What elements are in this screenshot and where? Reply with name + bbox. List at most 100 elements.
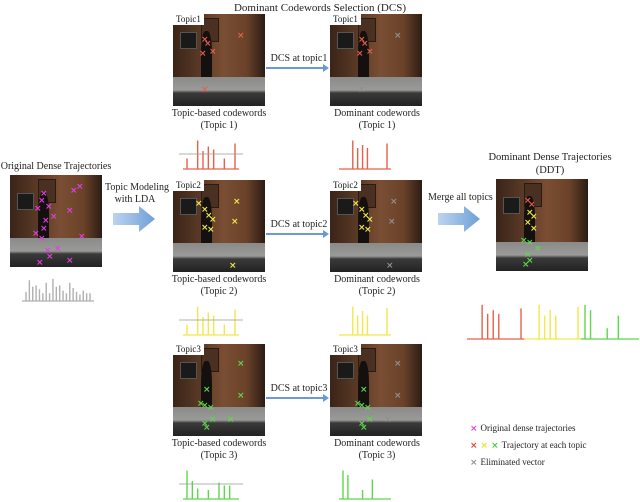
legend-topic-label: Trajectory at each topic	[501, 440, 587, 450]
cross-marker-icon: ×	[50, 212, 58, 222]
cross-marker-icon: ×	[227, 415, 235, 425]
cross-marker-icon: ×	[361, 39, 369, 49]
cross-marker-icon: ×	[233, 197, 241, 207]
dominant-sublabel: (Topic 3)	[358, 450, 396, 461]
legend-original: ×Original dense trajectories	[470, 423, 576, 434]
cross-marker-icon: ×	[32, 229, 40, 239]
dcs-arrow-icon	[266, 64, 329, 72]
topic-based-label: Topic-based codewords	[171, 108, 267, 119]
cross-marker-icon: ×	[384, 415, 392, 425]
cross-marker-icon: ×	[44, 246, 52, 256]
topic-1-scene-image: Topic1 ××××××	[173, 14, 265, 106]
cross-marker-icon: ×	[201, 35, 209, 45]
cross-marker-icon: ×	[201, 419, 209, 429]
dcs-step-label: DCS at topic2	[270, 219, 328, 230]
cross-marker-icon: ×	[358, 85, 366, 95]
topic-based-label: Topic-based codewords	[171, 438, 267, 449]
topic-histogram	[179, 306, 243, 336]
topic-1-dominant-scene-image: Topic1 ××××××	[330, 14, 422, 106]
ddt-subtitle: (DDT)	[535, 165, 565, 176]
lda-label-line2: with LDA	[114, 194, 156, 205]
cross-marker-icon: ×	[237, 391, 245, 401]
dominant-label: Dominant codewords	[334, 438, 420, 449]
cross-marker-icon: ×	[195, 199, 203, 209]
dominant-histogram	[339, 470, 391, 500]
cross-marker-icon: ×	[231, 217, 239, 227]
cross-marker-icon: ×	[237, 359, 245, 369]
original-histogram	[22, 278, 94, 302]
merge-arrow-icon	[438, 206, 480, 232]
topic-histogram	[179, 140, 243, 170]
dcs-step-label: DCS at topic3	[270, 383, 328, 394]
cross-marker-icon: ×	[201, 401, 209, 411]
legend-topic: ×××Trajectory at each topic	[470, 440, 587, 451]
topic-based-label: Topic-based codewords	[171, 274, 267, 285]
cross-marker-icon: ×	[366, 415, 374, 425]
cross-marker-icon: ×	[201, 85, 209, 95]
cross-marker-icon: ×	[38, 196, 46, 206]
cross-marker-icon: ×	[360, 423, 368, 433]
cross-marker-icon: ×	[530, 212, 538, 222]
lda-arrow-icon	[113, 206, 155, 232]
cross-marker-icon: ×	[45, 202, 53, 212]
cross-marker-icon: ×	[524, 250, 532, 260]
cross-marker-icon: ×	[388, 217, 396, 227]
cross-marker-icon: ×	[46, 252, 54, 262]
cross-marker-icon: ×	[66, 256, 74, 266]
cross-marker-icon: ×	[524, 196, 532, 206]
cross-marker-icon: ×	[204, 39, 212, 49]
cross-marker-icon: ×	[34, 204, 42, 214]
topic-tag: Topic1	[173, 14, 204, 25]
topic-based-sublabel: (Topic 1)	[200, 120, 238, 131]
cross-marker-icon: ×	[201, 223, 209, 233]
cross-marker-icon: ×	[203, 385, 211, 395]
cross-marker-icon: ×	[205, 211, 213, 221]
lda-label-line1: Topic Modeling	[105, 182, 170, 193]
cross-marker-icon: ×	[358, 419, 366, 429]
cross-marker-icon: ×	[354, 399, 362, 409]
cross-marker-icon: ×	[386, 261, 394, 271]
cross-marker-icon: ×	[197, 399, 205, 409]
topic-tag: Topic3	[330, 344, 361, 355]
dominant-label: Dominant codewords	[334, 108, 420, 119]
cross-marker-icon: ×	[40, 189, 48, 199]
dcs-step-label: DCS at topic1	[270, 53, 328, 64]
cross-marker-icon: ×	[209, 415, 217, 425]
topic-tag: Topic2	[330, 180, 361, 191]
cross-marker-icon: ×	[520, 236, 528, 246]
red-cross-icon: ×	[470, 441, 478, 451]
cross-marker-icon: ×	[528, 200, 536, 210]
cross-marker-icon: ×	[38, 234, 46, 244]
topic-2-dominant-scene-image: Topic2 ×××××××××	[330, 180, 422, 272]
cross-marker-icon: ×	[40, 224, 48, 234]
cross-marker-icon: ×	[199, 49, 207, 59]
cross-marker-icon: ×	[356, 49, 364, 59]
cross-marker-icon: ×	[201, 205, 209, 215]
ddt-scene-image: ××××××××××××	[496, 179, 588, 271]
dcs-arrow-icon	[266, 394, 329, 402]
gray-cross-icon: ×	[470, 458, 478, 468]
legend-eliminated-label: Eliminated vector	[480, 457, 545, 467]
original-title: Original Dense Trajectories	[0, 161, 112, 172]
cross-marker-icon: ×	[364, 225, 372, 235]
cross-marker-icon: ×	[42, 216, 50, 226]
dominant-histogram	[339, 140, 391, 170]
cross-marker-icon: ×	[209, 215, 217, 225]
dcs-arrow-icon	[266, 230, 329, 238]
topic-based-sublabel: (Topic 2)	[200, 286, 238, 297]
cross-marker-icon: ×	[526, 256, 534, 266]
cross-marker-icon: ×	[36, 258, 44, 268]
dominant-label: Dominant codewords	[334, 274, 420, 285]
yellow-cross-icon: ×	[480, 441, 489, 451]
topic-tag: Topic1	[330, 14, 361, 25]
magenta-cross-icon: ×	[470, 424, 478, 434]
cross-marker-icon: ×	[366, 215, 374, 225]
topic-tag: Topic2	[173, 180, 204, 191]
cross-marker-icon: ×	[394, 359, 402, 369]
cross-marker-icon: ×	[366, 47, 374, 57]
ddt-title: Dominant Dense Trajectories	[488, 152, 612, 163]
cross-marker-icon: ×	[358, 223, 366, 233]
cross-marker-icon: ×	[534, 244, 542, 254]
cross-marker-icon: ×	[207, 403, 215, 413]
cross-marker-icon: ×	[54, 244, 62, 254]
